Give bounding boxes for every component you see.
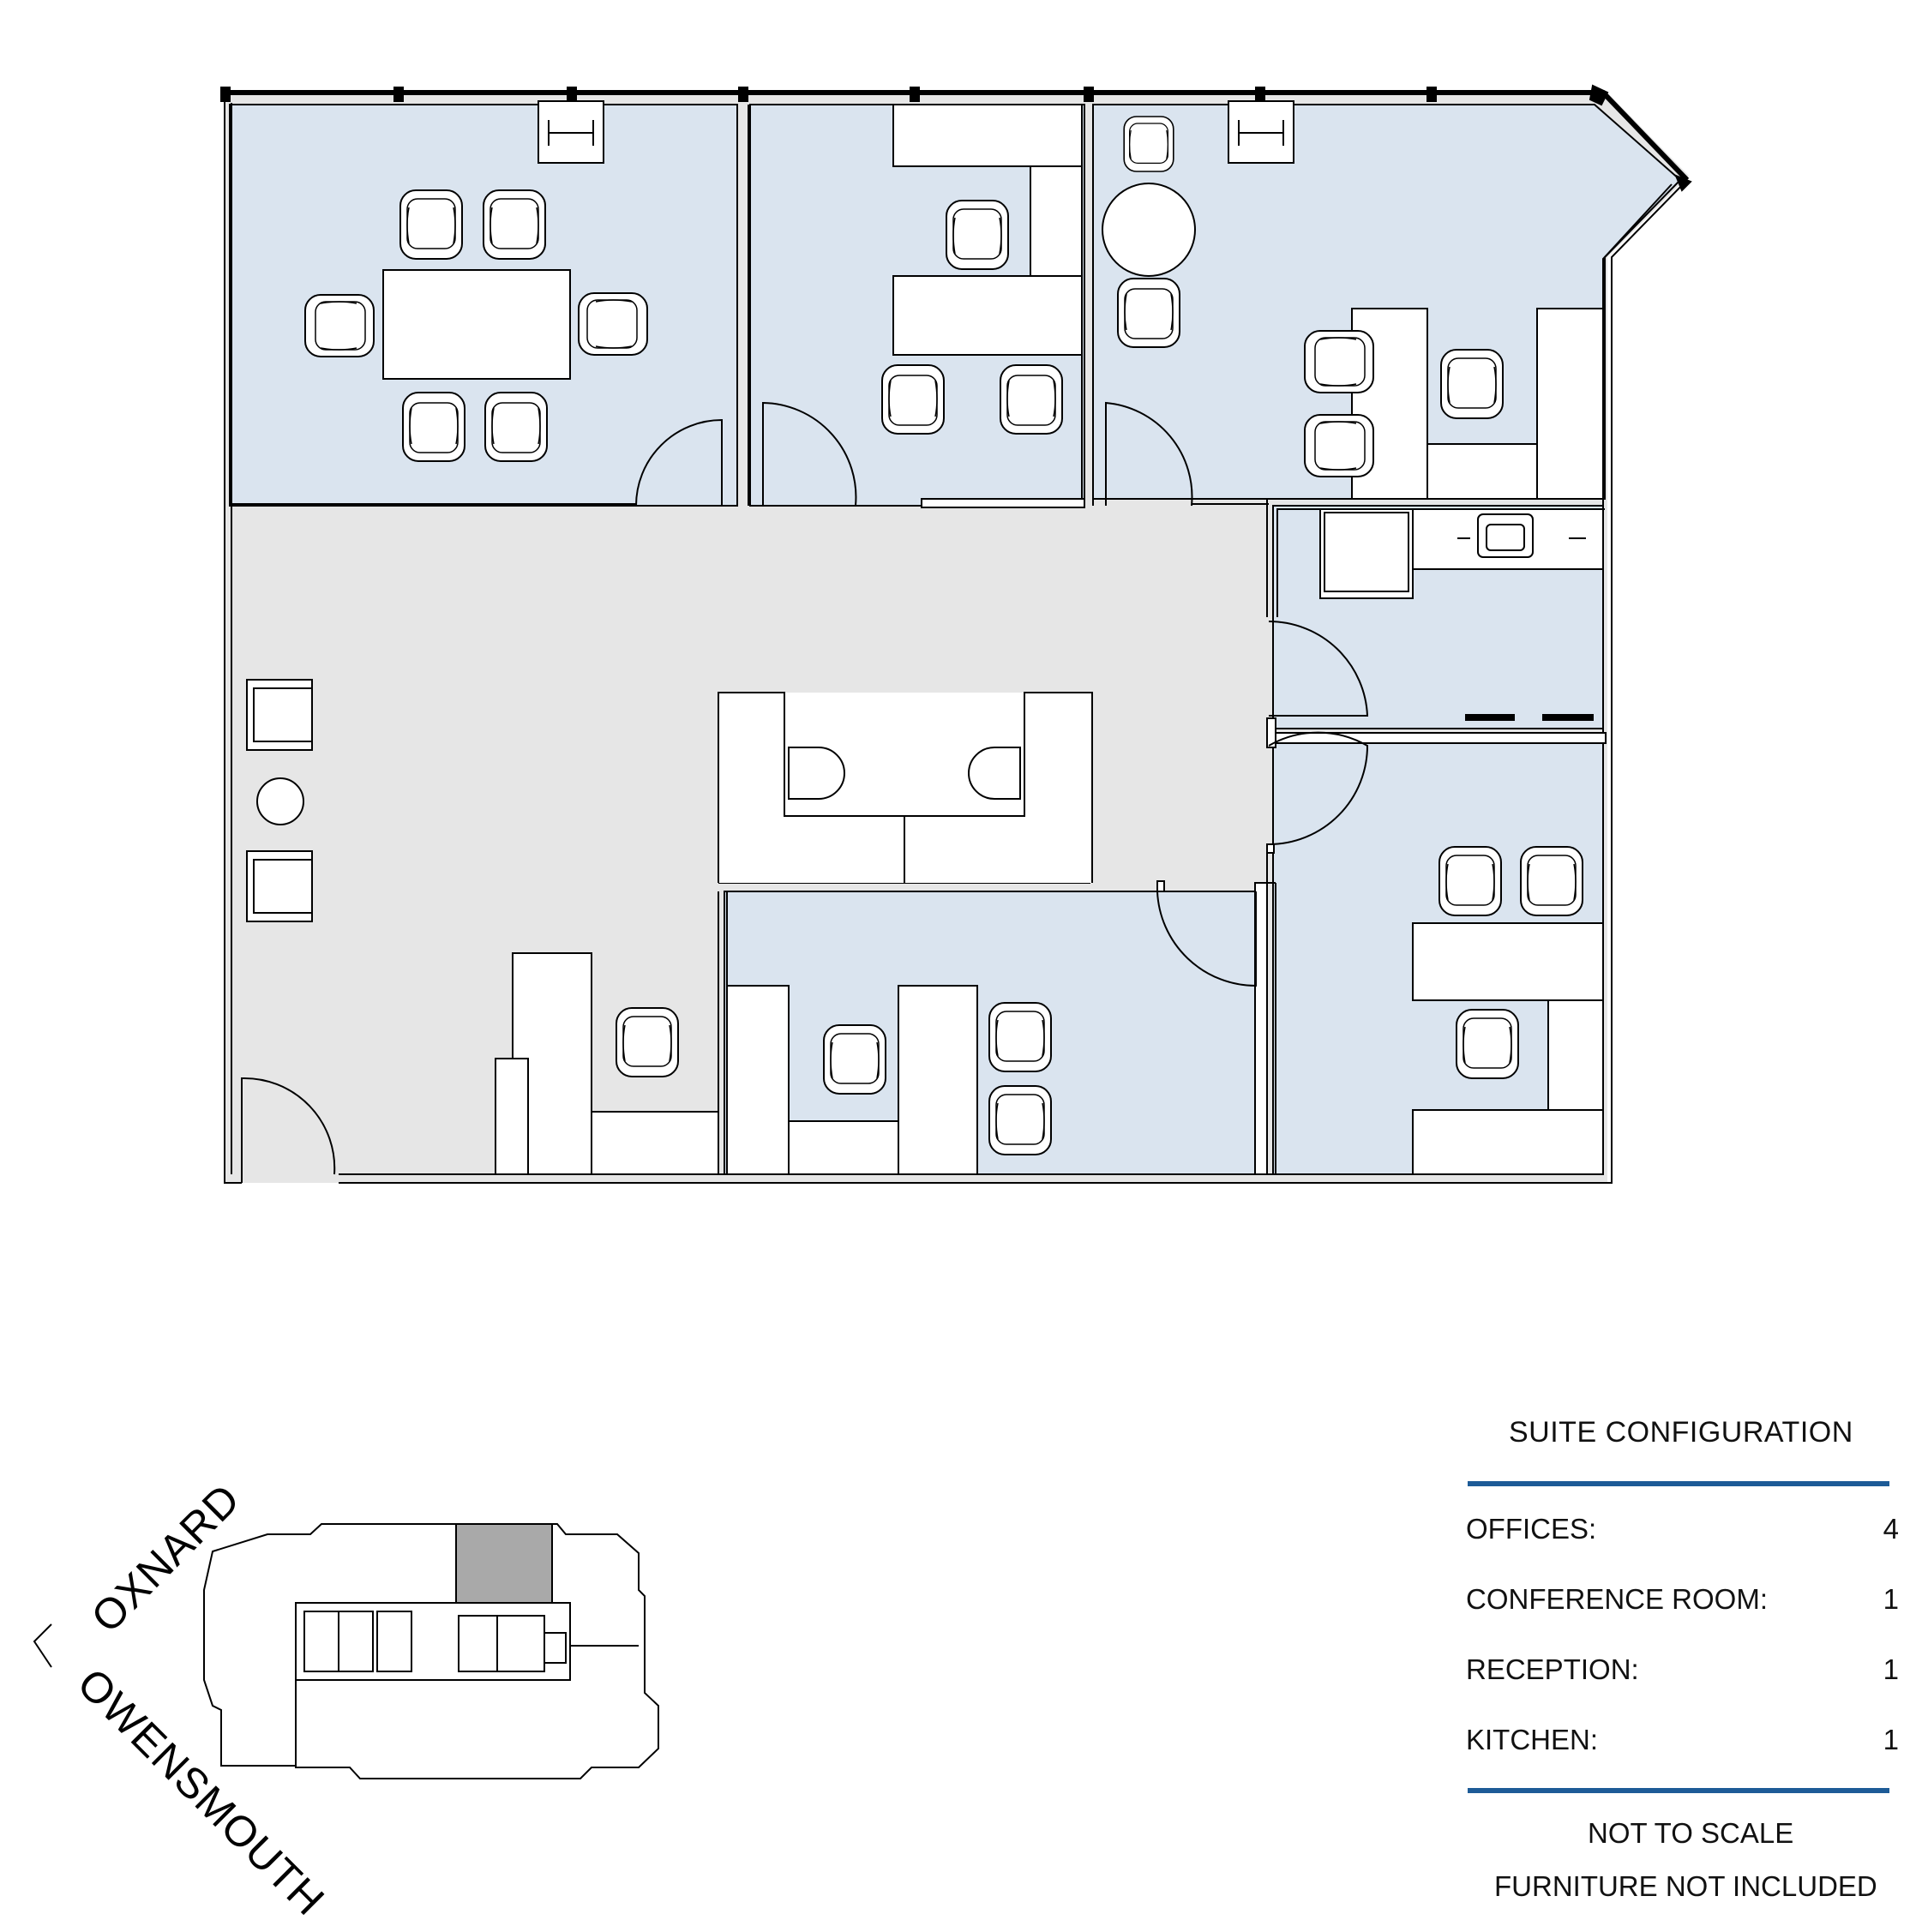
legend-label: OFFICES: — [1466, 1513, 1597, 1545]
legend-value: 1 — [1883, 1653, 1899, 1685]
door-swings — [241, 401, 1369, 1183]
legend-value: 4 — [1883, 1513, 1899, 1545]
key-plan — [33, 1523, 659, 1779]
legend-label: RECEPTION: — [1466, 1653, 1639, 1685]
legend-label: CONFERENCE ROOM: — [1466, 1583, 1769, 1615]
legend-note-scale: NOT TO SCALE — [1588, 1817, 1794, 1849]
legend-value: 1 — [1883, 1724, 1899, 1755]
legend-rule-bottom — [1468, 1788, 1889, 1793]
legend-rule-top — [1468, 1481, 1889, 1486]
legend-value: 1 — [1883, 1583, 1899, 1615]
window-mullions — [220, 84, 1692, 192]
legend-note-furniture: FURNITURE NOT INCLUDED — [1494, 1870, 1877, 1902]
legend-title: SUITE CONFIGURATION — [1509, 1416, 1853, 1449]
legend-label: KITCHEN: — [1466, 1724, 1599, 1755]
